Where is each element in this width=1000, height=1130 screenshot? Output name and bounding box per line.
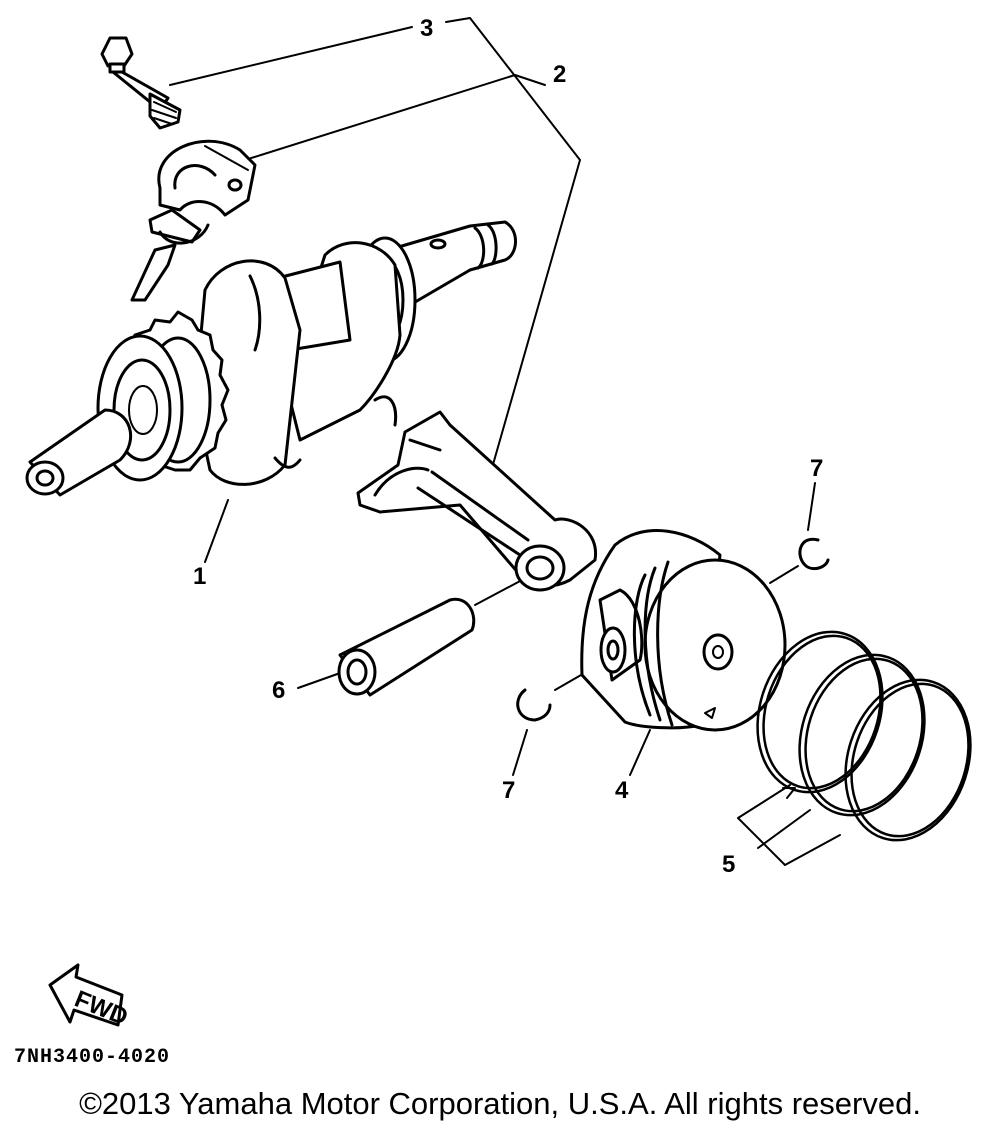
circlip-part-7-right xyxy=(798,537,830,571)
callout-7-upper: 7 xyxy=(810,455,823,482)
copyright-notice: ©2013 Yamaha Motor Corporation, U.S.A. A… xyxy=(79,1086,921,1121)
callout-5: 5 xyxy=(722,851,735,878)
callout-1: 1 xyxy=(193,563,206,590)
leader-lines xyxy=(169,17,841,866)
callout-2: 2 xyxy=(553,61,566,88)
circlip-part-7-left xyxy=(516,688,552,722)
callout-6: 6 xyxy=(272,677,285,704)
part-code: 7NH3400-4020 xyxy=(14,1046,171,1069)
piston-part-4 xyxy=(580,529,787,732)
fwd-arrow-icon: FWD xyxy=(48,963,132,1031)
piston-pin-part-6 xyxy=(337,597,476,697)
callout-7-lower: 7 xyxy=(502,777,515,804)
bolt-part-3 xyxy=(100,36,182,130)
piston-rings-part-5 xyxy=(756,630,972,842)
callout-4: 4 xyxy=(615,777,629,804)
rod-cap-part-2 xyxy=(130,139,257,302)
callout-3: 3 xyxy=(420,15,433,42)
connecting-rod xyxy=(356,410,597,592)
parts-diagram: FWD 3 2 1 6 7 7 4 5 xyxy=(25,15,972,1031)
crankshaft-part-1 xyxy=(25,220,517,497)
